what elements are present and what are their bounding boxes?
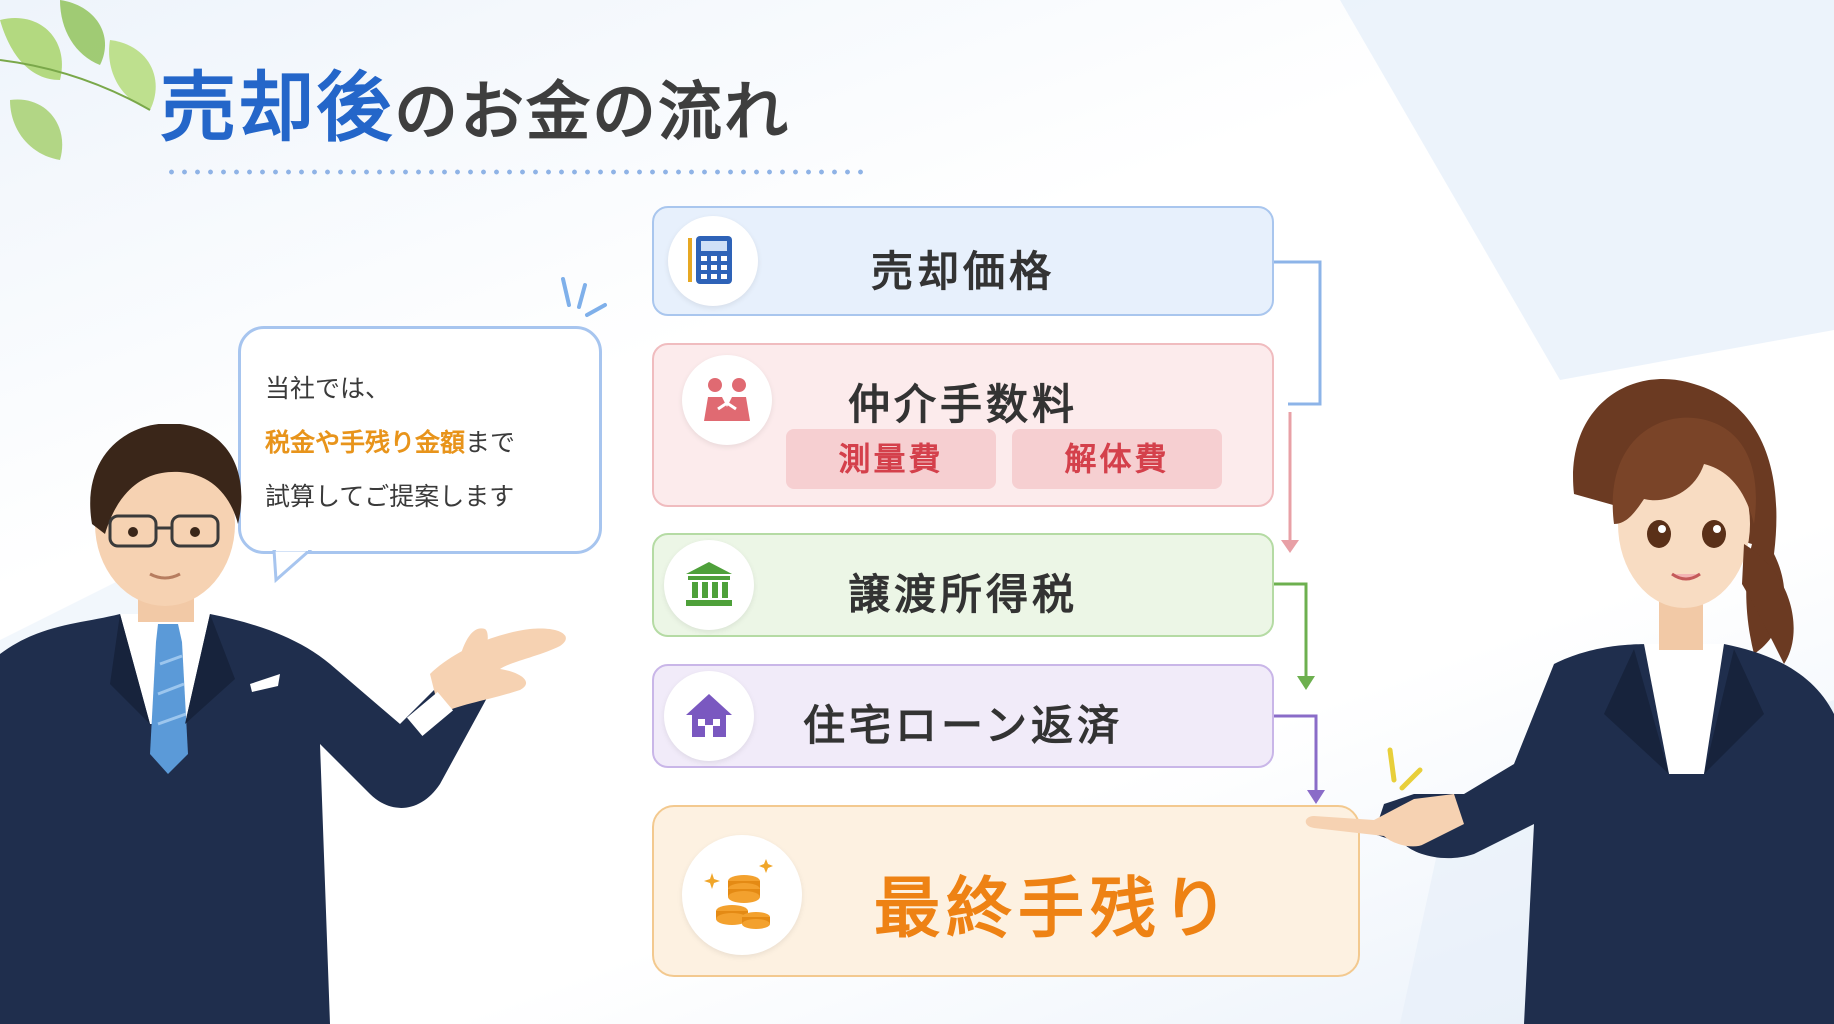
- calculator-icon: [668, 216, 758, 306]
- sub-item-demolition-fee: 解体費: [1012, 429, 1222, 489]
- house-icon: [664, 671, 754, 761]
- title: 売却後のお金の流れ: [160, 70, 790, 146]
- speech-bubble: 当社では、 税金や手残り金額まで 試算してご提案します: [238, 326, 602, 554]
- title-rest: のお金の流れ: [394, 76, 790, 150]
- burst-lines-yellow: [1387, 747, 1441, 805]
- flow-step-label: 譲渡所得税: [847, 570, 1078, 619]
- sub-item-survey-fee: 測量費: [786, 429, 996, 489]
- final-proceeds-label: 最終手残り: [874, 870, 1234, 947]
- bubble-emphasis: 税金や手残り金額: [265, 428, 466, 457]
- bubble-line-1: 当社では、: [265, 374, 391, 403]
- bank-icon: [664, 540, 754, 630]
- speech-bubble-tail: [272, 550, 313, 584]
- burst-lines-blue: [561, 277, 607, 317]
- flow-step-label: 仲介手数料: [847, 380, 1078, 429]
- flow-step-capital-gains-tax: 譲渡所得税: [652, 533, 1274, 637]
- title-highlight: 売却後: [160, 63, 394, 152]
- flow-step-broker-fee: 仲介手数料 測量費 解体費: [652, 343, 1274, 507]
- flow-step-sale-price: 売却価格: [652, 206, 1274, 316]
- title-underline-dots: [165, 168, 865, 176]
- coins-icon: [682, 835, 802, 955]
- flow-step-mortgage-repayment: 住宅ローン返済: [652, 664, 1274, 768]
- flow-step-label: 売却価格: [870, 247, 1055, 296]
- bubble-line-2-rest: まで: [465, 428, 516, 457]
- handshake-icon: [682, 355, 772, 445]
- bubble-line-3: 試算してご提案します: [265, 482, 515, 511]
- flow-step-final-proceeds: 最終手残り: [652, 805, 1360, 977]
- flow-step-label: 住宅ローン返済: [803, 701, 1123, 750]
- bubble-line-2: 税金や手残り金額まで: [265, 423, 515, 459]
